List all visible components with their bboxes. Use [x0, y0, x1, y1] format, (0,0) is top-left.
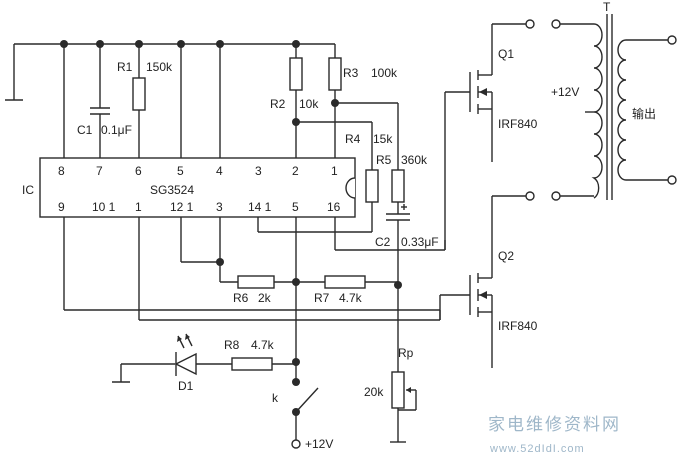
- q2-type: IRF840: [498, 319, 538, 333]
- r5-label: R5: [376, 153, 392, 167]
- svg-text:14 1: 14 1: [248, 200, 272, 214]
- svg-text:8: 8: [58, 164, 65, 178]
- c2-label: C2: [375, 235, 391, 249]
- ic-label: IC: [22, 183, 34, 197]
- watermark-url: www.52dIdI.com: [489, 443, 585, 455]
- svg-text:5: 5: [177, 164, 184, 178]
- svg-text:1: 1: [135, 200, 142, 214]
- resistor-r8: [231, 357, 296, 371]
- r4-value: 15k: [373, 132, 393, 146]
- r3-label: R3: [343, 66, 359, 80]
- r8-label: R8: [224, 338, 240, 352]
- svg-text:4: 4: [216, 164, 223, 178]
- svg-text:1: 1: [331, 164, 338, 178]
- c1-label: C1: [77, 123, 93, 137]
- transformer-label: T: [603, 0, 611, 14]
- r7-value: 4.7k: [339, 291, 363, 305]
- r2-label: R2: [270, 97, 286, 111]
- output-label: 输出: [632, 106, 656, 121]
- svg-text:6: 6: [135, 164, 142, 178]
- supply-bottom-label: +12V: [305, 437, 333, 451]
- svg-text:2: 2: [292, 164, 299, 178]
- transformer-t: [525, 14, 677, 201]
- supply-center-label: +12V: [551, 85, 579, 99]
- ic-chip-name: SG3524: [150, 183, 194, 197]
- ic-pins-top: 8 7 6 5 4 3 2 1: [58, 164, 338, 178]
- svg-text:10 1: 10 1: [92, 200, 116, 214]
- rp-label: Rp: [398, 346, 414, 360]
- svg-text:16: 16: [327, 200, 341, 214]
- potentiometer-rp: [390, 285, 417, 443]
- r8-value: 4.7k: [251, 338, 275, 352]
- ic-pins-bottom: 9 10 1 1 12 1 3 14 1 5 16: [58, 200, 341, 214]
- resistor-r1: [132, 44, 146, 158]
- r1-label: R1: [117, 60, 133, 74]
- r1-value: 150k: [146, 60, 173, 74]
- q1-type: IRF840: [498, 117, 538, 131]
- c1-value: 0.1μF: [101, 123, 132, 137]
- c2-value: 0.33μF: [401, 235, 439, 249]
- resistor-r3: [328, 44, 342, 158]
- d1-label: D1: [178, 379, 194, 393]
- svg-text:9: 9: [58, 200, 65, 214]
- r6-label: R6: [233, 291, 249, 305]
- r6-value: 2k: [258, 291, 272, 305]
- capacitor-c2: [386, 204, 410, 285]
- r4-label: R4: [345, 132, 361, 146]
- resistor-r2: [289, 44, 303, 158]
- resistor-r5: [391, 169, 405, 214]
- switch-k: [291, 387, 319, 449]
- mosfet-q1: [444, 23, 530, 250]
- svg-text:5: 5: [292, 200, 299, 214]
- rp-value: 20k: [364, 385, 384, 399]
- r3-value: 100k: [371, 66, 398, 80]
- ic-sg3524: [39, 157, 356, 218]
- r5-value: 360k: [401, 153, 428, 167]
- svg-text:12 1: 12 1: [170, 200, 194, 214]
- svg-text:3: 3: [216, 200, 223, 214]
- led-d1: [112, 333, 232, 383]
- q2-label: Q2: [498, 249, 514, 263]
- svg-text:3: 3: [255, 164, 262, 178]
- watermark-text: 家电维修资料网: [488, 415, 621, 435]
- resistor-r6: [237, 275, 325, 289]
- mosfet-q2: [439, 195, 530, 368]
- r2-value: 10k: [299, 97, 319, 111]
- resistor-r7: [324, 275, 398, 289]
- q1-label: Q1: [498, 47, 514, 61]
- switch-k-label: k: [272, 391, 279, 405]
- svg-text:7: 7: [96, 164, 103, 178]
- capacitor-c1: [90, 44, 110, 158]
- resistor-r4: [257, 169, 379, 233]
- r7-label: R7: [314, 291, 330, 305]
